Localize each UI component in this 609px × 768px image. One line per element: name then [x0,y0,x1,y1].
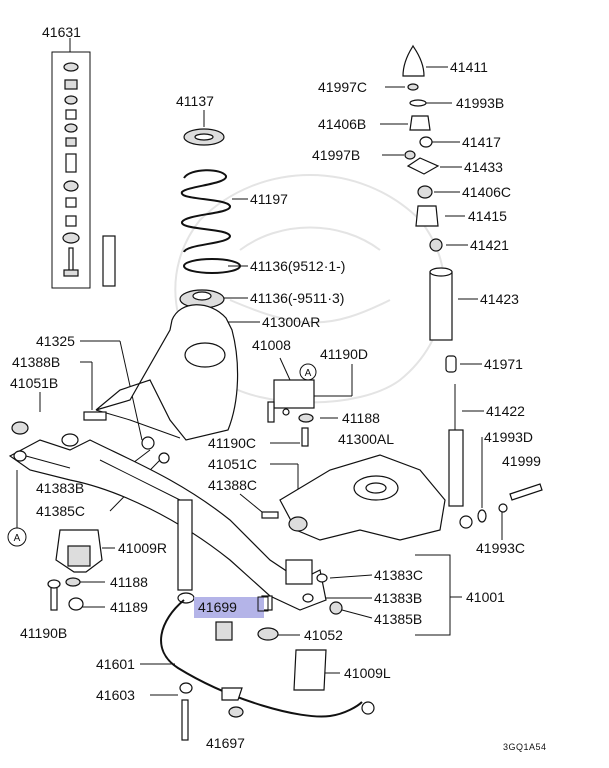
label-41411[interactable]: 41411 [450,59,488,75]
marker-label: A [14,533,21,544]
spring-pad-41136-old [179,289,225,309]
label-41001[interactable]: 41001 [466,589,505,605]
label-41997B[interactable]: 41997B [312,147,360,163]
trailing-arm-41300AR [95,304,239,441]
label-41631[interactable]: 41631 [42,24,81,40]
label-41136-new[interactable]: 41136(9512·1-) [250,258,345,274]
label-41697[interactable]: 41697 [206,735,245,751]
label-41300AR[interactable]: 41300AR [262,314,320,330]
label-41997C[interactable]: 41997C [318,79,367,95]
label-41008[interactable]: 41008 [252,337,291,353]
label-41051B[interactable]: 41051B [10,375,58,391]
label-41422[interactable]: 41422 [486,403,525,419]
label-41009R[interactable]: 41009R [118,540,167,556]
misc-parts [11,235,343,691]
reference-marker-a-1: A [7,470,27,547]
label-41136-old[interactable]: 41136(-9511·3) [250,290,344,306]
label-41188-right[interactable]: 41188 [342,410,380,426]
label-41009L[interactable]: 41009L [344,665,391,681]
label-41421[interactable]: 41421 [470,237,509,253]
label-41406B[interactable]: 41406B [318,116,366,132]
label-41189[interactable]: 41189 [110,599,148,615]
label-41993B[interactable]: 41993B [456,95,504,111]
coil-spring-41197 [180,169,248,253]
stabilizer-bar-41601 [160,599,375,741]
label-41325[interactable]: 41325 [36,333,75,349]
label-41190C[interactable]: 41190C [208,435,256,451]
label-41999[interactable]: 41999 [502,453,541,469]
label-41188-left[interactable]: 41188 [110,574,148,590]
label-41385C[interactable]: 41385C [36,503,85,519]
label-41052[interactable]: 41052 [304,627,343,643]
label-41433[interactable]: 41433 [464,159,503,175]
label-41383C[interactable]: 41383C [374,567,423,583]
label-41383B[interactable]: 41383B [36,480,84,496]
label-41137[interactable]: 41137 [176,93,214,109]
label-41993D[interactable]: 41993D [484,429,533,445]
label-41385B[interactable]: 41385B [374,611,422,627]
label-41197[interactable]: 41197 [250,191,288,207]
label-41406C[interactable]: 41406C [462,184,511,200]
reference-marker-a-2: A [299,363,317,381]
label-41423[interactable]: 41423 [480,291,519,307]
label-41300AL[interactable]: 41300AL [338,431,394,447]
trailing-arm-41300AL [279,454,446,541]
label-41388B[interactable]: 41388B [12,354,60,370]
crossmember-41001 [8,433,327,611]
label-41388C[interactable]: 41388C [208,477,257,493]
label-41603[interactable]: 41603 [96,687,135,703]
label-41601[interactable]: 41601 [96,656,135,672]
label-41190B[interactable]: 41190B [20,625,67,641]
spring-seat-41137 [183,110,225,146]
strut-assembly [402,44,543,529]
diagram-code: 3GQ1A54 [503,742,547,752]
part-labels: 41631 41137 41197 41136(9512·1-) 41136(-… [10,24,547,752]
label-41993C[interactable]: 41993C [476,540,525,556]
label-41383B-right[interactable]: 41383B [374,590,422,606]
label-41190D[interactable]: 41190D [320,346,368,362]
label-41051C[interactable]: 41051C [208,456,257,472]
highlight-41699 [194,597,264,618]
label-41415[interactable]: 41415 [468,208,507,224]
label-41699[interactable]: 41699 [198,599,237,615]
bushing-kit-41631 [51,38,91,289]
label-41417[interactable]: 41417 [462,134,501,150]
marker-label: A [305,368,312,379]
label-41971[interactable]: 41971 [484,356,523,372]
